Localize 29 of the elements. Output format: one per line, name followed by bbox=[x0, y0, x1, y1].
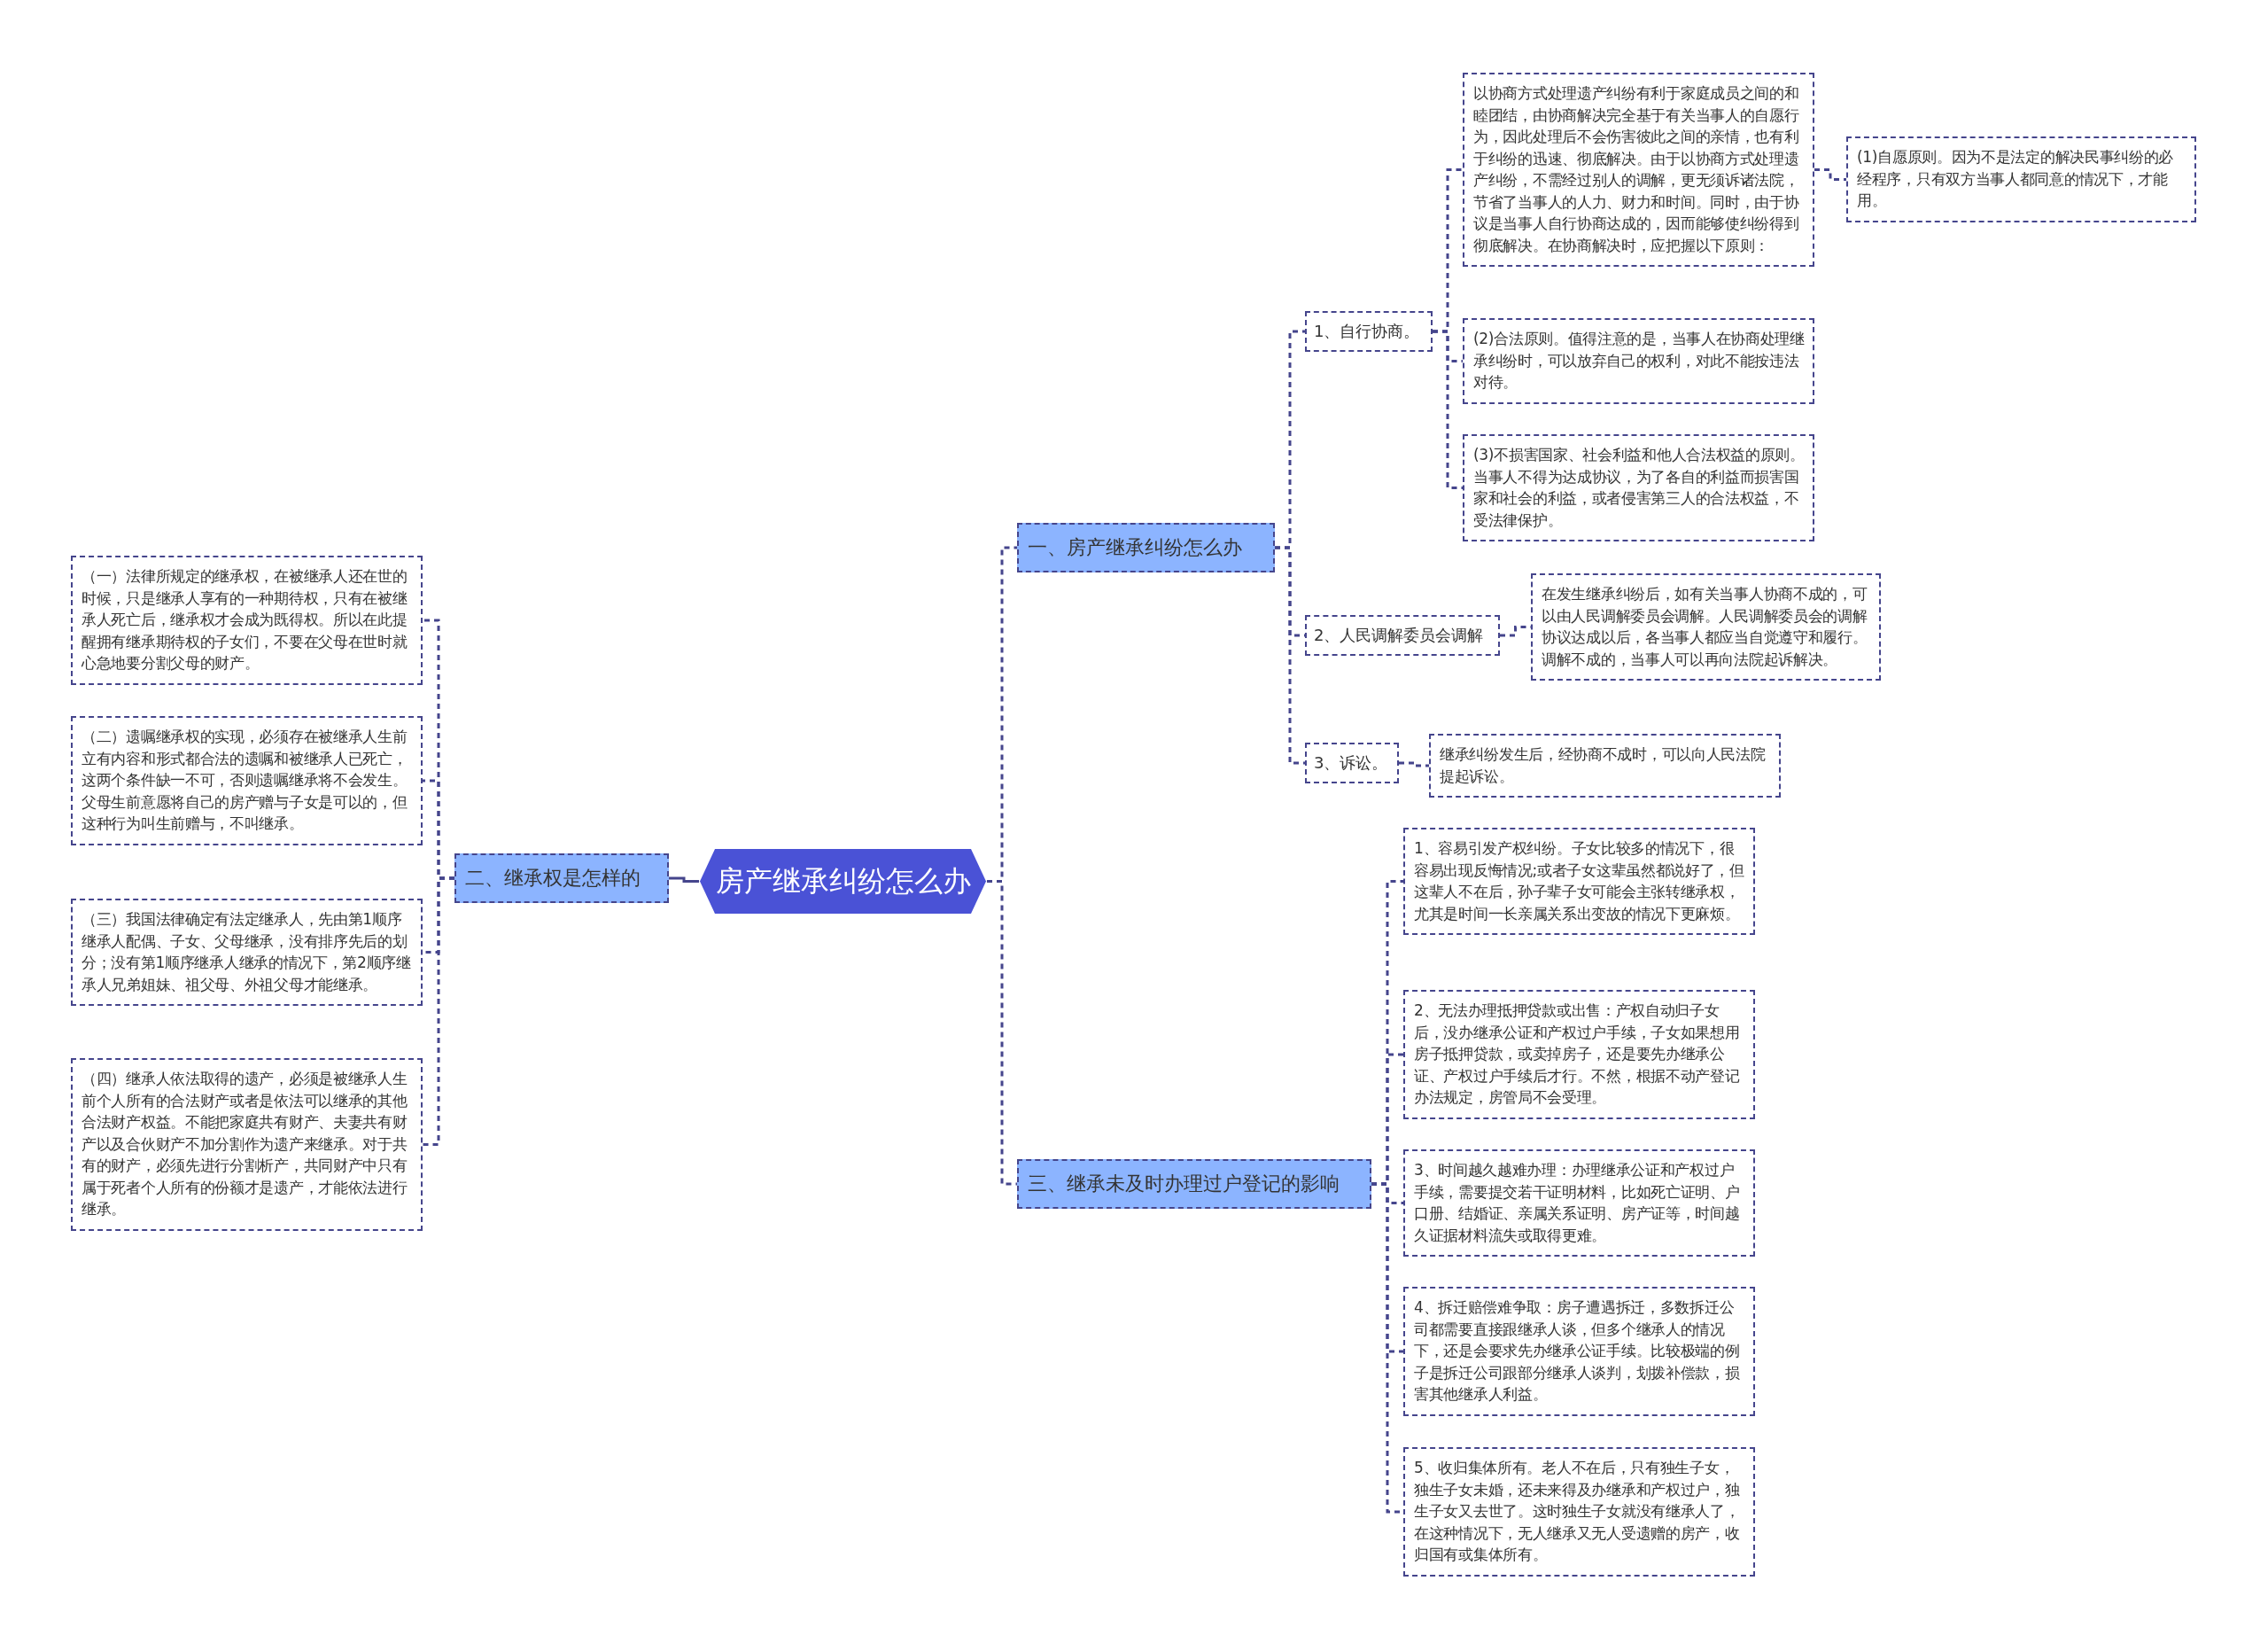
note-box: (3)不损害国家、社会利益和他人合法权益的原则。当事人不得为达成协议，为了各自的利益而损害国家和社会的利益，或者侵害第三人的合法权益，不受法律保护。 bbox=[1463, 434, 1814, 541]
connector-line bbox=[1275, 546, 1305, 765]
note-box: 2、无法办理抵押贷款或出售：产权自动归子女后，没办继承公证和产权过户手续，子女如果想用房子抵押贷款，或卖掉房子，还是要先办继承公证、产权过户手续后才行。不然，根据不动产登记办法规定，房管局不会受理。 bbox=[1403, 990, 1755, 1119]
subtopic-box: 3、诉讼。 bbox=[1305, 743, 1399, 783]
connector-line bbox=[1814, 168, 1846, 181]
note-box: (2)合法原则。值得注意的是，当事人在协商处理继承纠纷时，可以放弃自己的权利，对此不能按违法对待。 bbox=[1463, 318, 1814, 404]
subtopic-box: 2、人民调解委员会调解 bbox=[1305, 615, 1500, 656]
connector-line bbox=[987, 880, 1017, 1186]
note-box: 1、容易引发产权纠纷。子女比较多的情况下，很容易出现反悔情况;或者子女这辈虽然都说好了，但这辈人不在后，孙子辈子女可能会主张转继承权，尤其是时间一长亲属关系出变故的情况下更麻烦。 bbox=[1403, 828, 1755, 935]
note-box: 3、时间越久越难办理：办理继承公证和产权过户手续，需要提交若干证明材料，比如死亡证明、户口册、结婚证、亲属关系证明、房产证等，时间越久证据材料流失或取得更难。 bbox=[1403, 1149, 1755, 1257]
connector-line bbox=[669, 876, 699, 883]
note-box: 以协商方式处理遗产纠纷有利于家庭成员之间的和睦团结，由协商解决完全基于有关当事人的自愿行为，因此处理后不会伤害彼此之间的亲情，也有利于纠纷的迅速、彻底解决。由于以协商方式处理遗产纠纷，不需经过别人的调解，更无须诉诸法院，节省了当事人的人力、财力和时间。同时，由于协议是当事人自行协商达成的，因而能够使纠纷得到彻底解决。在协商解决时，应把握以下原则： bbox=[1463, 73, 1814, 267]
note-box: 在发生继承纠纷后，如有关当事人协商不成的，可以由人民调解委员会调解。人民调解委员会的调解协议达成以后，各当事人都应当自觉遵守和履行。调解不成的，当事人可以再向法院起诉解决。 bbox=[1531, 573, 1881, 681]
root-hexagon: 房产继承纠纷怎么办 bbox=[699, 848, 987, 915]
connector-line bbox=[1433, 330, 1463, 489]
note-box: （一）法律所规定的继承权，在被继承人还在世的时候，只是继承人享有的一种期待权，只有在被继承人死亡后，继承权才会成为既得权。所以在此提醒拥有继承期待权的子女们，不要在父母在世时就心急地要分割父母的财产。 bbox=[71, 556, 423, 685]
note-box: （三）我国法律确定有法定继承人，先由第1顺序继承人配偶、子女、父母继承，没有排序先后的划分；没有第1顺序继承人继承的情况下，第2顺序继承人兄弟姐妹、祖父母、外祖父母才能继承。 bbox=[71, 899, 423, 1006]
note-box: （二）遗嘱继承权的实现，必须存在被继承人生前立有内容和形式都合法的遗嘱和被继承人已死亡，这两个条件缺一不可，否则遗嘱继承将不会发生。父母生前意愿将自己的房产赠与子女是可以的，但这种行为叫生前赠与，不叫继承。 bbox=[71, 716, 423, 845]
topic-box: 一、房产继承纠纷怎么办 bbox=[1017, 523, 1275, 572]
subtopic-box: 1、自行协商。 bbox=[1305, 311, 1433, 352]
note-box: 4、拆迁赔偿难争取：房子遭遇拆迁，多数拆迁公司都需要直接跟继承人谈，但多个继承人的情况下，还是会要求先办继承公证手续。比较极端的例子是拆迁公司跟部分继承人谈判，划拨补偿款，损害其他继承人利益。 bbox=[1403, 1287, 1755, 1416]
note-box: 继承纠纷发生后，经协商不成时，可以向人民法院提起诉讼。 bbox=[1429, 734, 1781, 798]
connector-line bbox=[423, 876, 454, 1146]
note-box: (1)自愿原则。因为不是法定的解决民事纠纷的必经程序，只有双方当事人都同意的情况下，才能用。 bbox=[1846, 136, 2196, 222]
topic-box: 三、继承未及时办理过户登记的影响 bbox=[1017, 1159, 1371, 1209]
note-box: （四）继承人依法取得的遗产，必须是被继承人生前个人所有的合法财产或者是依法可以继承的其他合法财产权益。不能把家庭共有财产、夫妻共有财产以及合伙财产不加分割作为遗产来继承。对于共有的财产，必须先进行分割析产，共同财产中只有属于死者个人所有的份额才是遗产，才能依法进行继承。 bbox=[71, 1058, 423, 1231]
topic-box: 二、继承权是怎样的 bbox=[454, 853, 669, 903]
note-box: 5、收归集体所有。老人不在后，只有独生子女，独生子女未婚，还未来得及办继承和产权过户，独生子女又去世了。这时独生子女就没有继承人了，在这种情况下，无人继承又无人受遗赠的房产，收归国有或集体所有。 bbox=[1403, 1447, 1755, 1577]
connector-line bbox=[1399, 761, 1429, 767]
